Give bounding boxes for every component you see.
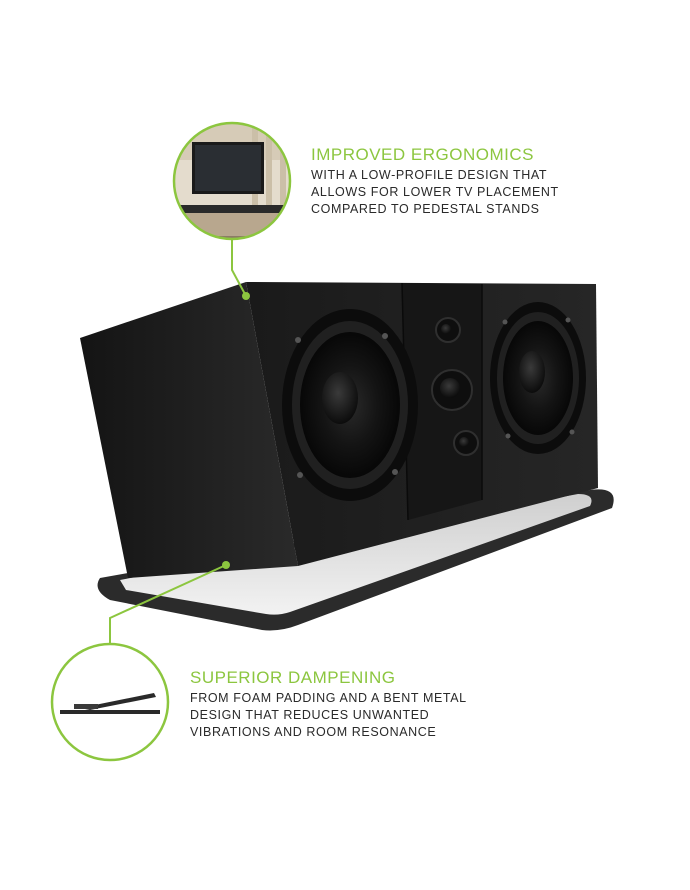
center-channel-speaker	[80, 282, 598, 578]
callout-line: VIBRATIONS AND ROOM RESONANCE	[190, 725, 437, 739]
callout-line: DESIGN THAT REDUCES UNWANTED	[190, 708, 430, 722]
callout-title: SUPERIOR DAMPENING	[190, 668, 396, 687]
tv-room-thumbnail	[172, 121, 292, 241]
callout-connectors	[109, 240, 250, 644]
left-woofer	[282, 309, 418, 501]
right-woofer	[490, 302, 586, 454]
callout-line: COMPARED TO PEDESTAL STANDS	[311, 202, 540, 216]
callout-line: WITH A LOW-PROFILE DESIGN THAT	[311, 168, 548, 182]
center-drivers	[431, 317, 479, 456]
callout-line: FROM FOAM PADDING AND A BENT METAL	[190, 691, 467, 705]
callout-dampening: SUPERIOR DAMPENING FROM FOAM PADDING AND…	[190, 668, 467, 741]
callout-title: IMPROVED ERGONOMICS	[311, 145, 534, 164]
callout-description: FROM FOAM PADDING AND A BENT METAL DESIG…	[190, 690, 467, 741]
stand-profile-thumbnail	[50, 642, 170, 762]
stand-plate	[97, 489, 614, 631]
callout-description: WITH A LOW-PROFILE DESIGN THAT ALLOWS FO…	[311, 167, 559, 218]
callout-line: ALLOWS FOR LOWER TV PLACEMENT	[311, 185, 559, 199]
callout-ergonomics: IMPROVED ERGONOMICS WITH A LOW-PROFILE D…	[311, 145, 559, 218]
